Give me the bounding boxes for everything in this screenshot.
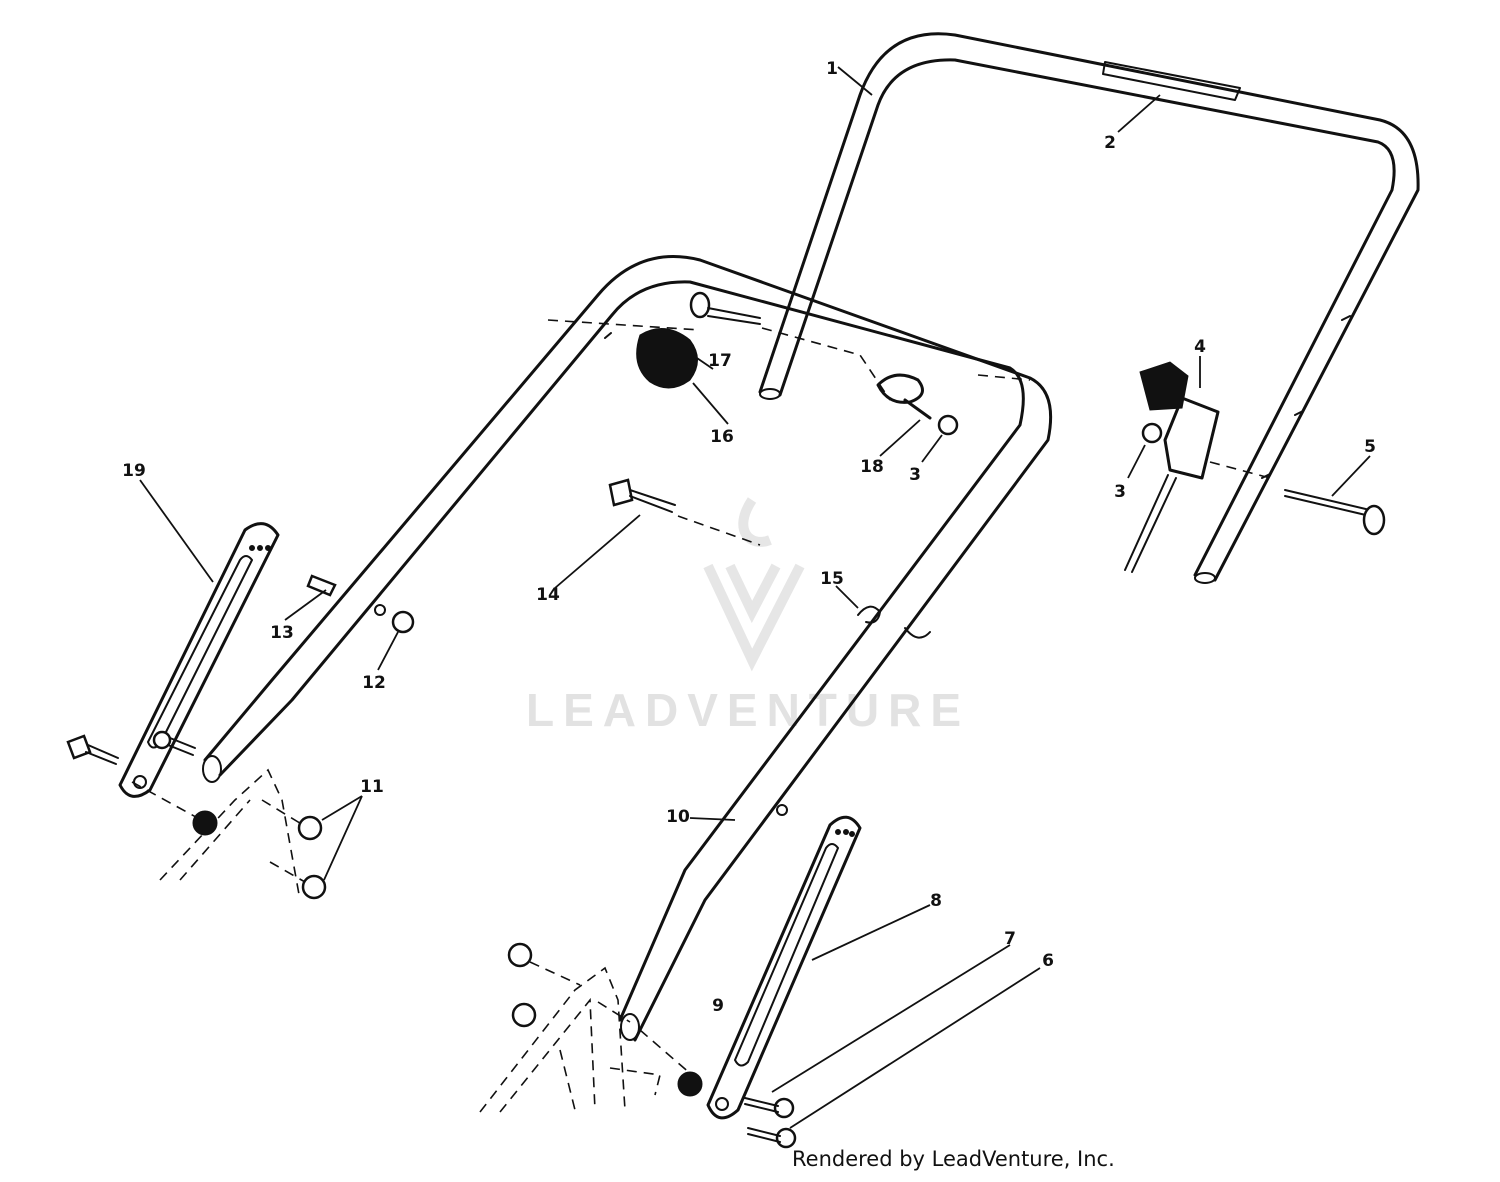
watermark-text: LEADVENTURE bbox=[526, 684, 970, 736]
callout-11: 11 bbox=[360, 777, 384, 797]
callout-9: 9 bbox=[712, 996, 724, 1016]
callout-10: 10 bbox=[666, 807, 690, 827]
callout-19: 19 bbox=[122, 461, 146, 481]
bracket-left bbox=[118, 522, 280, 798]
callout-4: 4 bbox=[1194, 337, 1206, 357]
callout-18: 18 bbox=[860, 457, 884, 477]
callout-12: 12 bbox=[362, 673, 386, 693]
callout-1: 1 bbox=[826, 59, 838, 79]
assembly-lines bbox=[131, 319, 1271, 1096]
watermark: LEADVENTURE bbox=[526, 497, 970, 736]
callout-13: 13 bbox=[270, 623, 294, 643]
upper-handle bbox=[758, 32, 1420, 584]
watermark-logo-icon bbox=[703, 497, 805, 672]
callout-3b: 3 bbox=[1114, 482, 1126, 502]
hardware bbox=[66, 291, 1386, 1149]
callout-15: 15 bbox=[820, 569, 844, 589]
callout-8: 8 bbox=[930, 891, 942, 911]
callout-17: 17 bbox=[708, 351, 732, 371]
callout-2: 2 bbox=[1104, 133, 1116, 153]
callout-14: 14 bbox=[536, 585, 560, 605]
callout-7: 7 bbox=[1004, 929, 1016, 949]
leader-lines bbox=[139, 66, 1371, 1129]
callout-5: 5 bbox=[1364, 437, 1376, 457]
footer-credit: Rendered by LeadVenture, Inc. bbox=[792, 1147, 1115, 1171]
callouts: 1 2 3 3 4 5 6 7 8 9 10 11 12 13 14 15 16… bbox=[122, 59, 1376, 1016]
bracket-right bbox=[706, 815, 862, 1120]
callout-6: 6 bbox=[1042, 951, 1054, 971]
callout-3a: 3 bbox=[909, 465, 921, 485]
deck-fragments bbox=[159, 768, 626, 1113]
callout-16: 16 bbox=[710, 427, 734, 447]
lower-handle bbox=[202, 255, 1053, 1042]
